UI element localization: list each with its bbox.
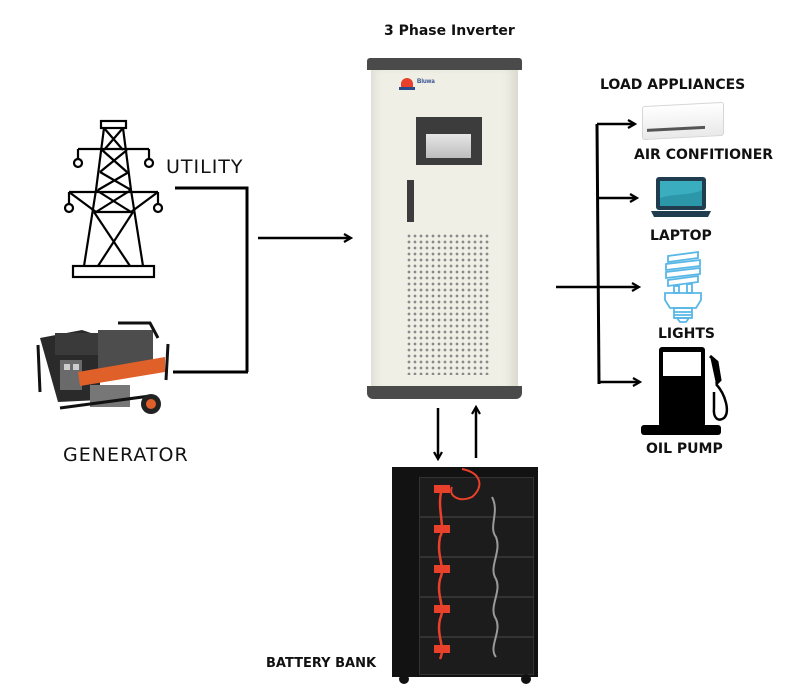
air-conditioner-label: AIR CONFITIONER — [634, 147, 774, 163]
inverter-display[interactable] — [416, 117, 482, 165]
battery-module — [419, 637, 534, 675]
inverter-base-trim — [367, 386, 522, 399]
utility-label: UTILITY — [166, 156, 244, 178]
display-screen — [426, 134, 471, 158]
inverter-logo — [401, 78, 413, 88]
generator-label: GENERATOR — [63, 444, 189, 466]
air-conditioner-icon — [642, 101, 724, 141]
battery-cables — [399, 468, 531, 684]
inverter-logo-wave — [399, 87, 415, 90]
inverter-top-trim — [367, 58, 522, 70]
inverter-cabinet: Bluwa — [367, 58, 522, 400]
diagram-title: 3 Phase Inverter — [384, 23, 515, 39]
oil-pump-label: OIL PUMP — [646, 441, 723, 457]
inverter-door-handle[interactable] — [407, 180, 414, 222]
ac-vent — [647, 125, 705, 132]
battery-module — [419, 477, 534, 517]
load-appliances-heading: LOAD APPLIANCES — [600, 77, 746, 93]
utility-line — [175, 186, 249, 372]
battery-bank-label: BATTERY BANK — [266, 656, 377, 671]
laptop-label: LAPTOP — [650, 228, 712, 244]
inverter-vent-grille — [406, 233, 491, 375]
inverter-brand: Bluwa — [417, 79, 435, 85]
lights-label: LIGHTS — [658, 326, 715, 342]
battery-rack-icon — [392, 467, 538, 685]
loads-bus — [595, 123, 601, 385]
